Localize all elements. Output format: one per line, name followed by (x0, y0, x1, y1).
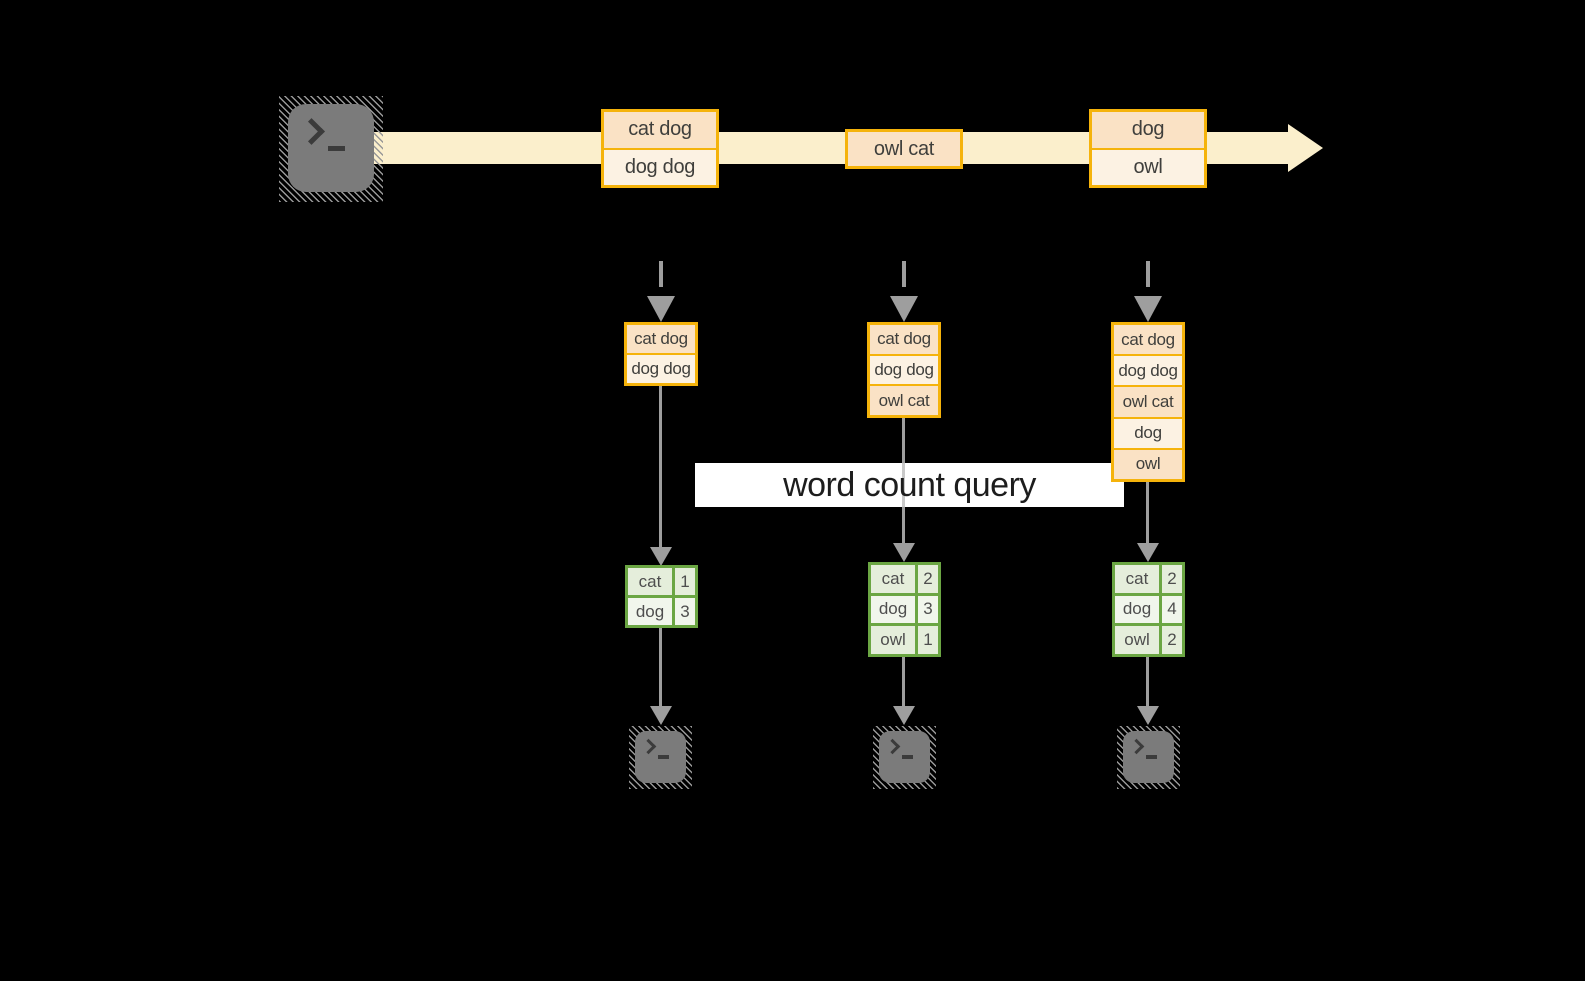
terminal-screen (1123, 731, 1174, 783)
arrowhead-icon (893, 706, 915, 725)
flow-line (1146, 657, 1149, 706)
prompt-chevron-icon (884, 738, 901, 755)
table-cell-word: dog (1115, 595, 1159, 624)
flow-line (659, 386, 662, 547)
stream-event-box: dog owl (1089, 109, 1207, 188)
terminal-screen (879, 731, 930, 783)
event-cell: cat dog (604, 112, 716, 148)
prompt-underscore-icon (1146, 755, 1157, 759)
source-terminal-icon (279, 96, 383, 202)
arrowhead-icon (650, 706, 672, 725)
state-cell: owl cat (870, 384, 938, 416)
prompt-chevron-icon (640, 738, 657, 755)
prompt-underscore-icon (902, 755, 913, 759)
arrowhead-icon (647, 296, 675, 322)
arrow-dash (902, 261, 906, 287)
event-cell: dog dog (604, 147, 716, 185)
stream-event-box: cat dog dog dog (601, 109, 719, 188)
state-cell: dog dog (1114, 354, 1182, 386)
word-count-table: cat 1 dog 3 (625, 565, 698, 628)
arrowhead-icon (650, 547, 672, 566)
flow-line-over-label (902, 463, 905, 507)
state-cell: owl cat (1114, 385, 1182, 417)
word-count-table: cat 2 dog 3 owl 1 (868, 562, 941, 657)
output-terminal-icon (629, 726, 692, 789)
word-count-table: cat 2 dog 4 owl 2 (1112, 562, 1185, 657)
state-store-box: cat dog dog dog owl cat (867, 322, 941, 418)
state-store-box: cat dog dog dog (624, 322, 698, 386)
table-cell-count: 2 (918, 565, 938, 593)
dashed-arrow-down-icon (647, 261, 675, 322)
table-cell-word: cat (1115, 565, 1159, 593)
event-cell: dog (1092, 112, 1204, 148)
terminal-screen (635, 731, 686, 783)
arrowhead-icon (1137, 706, 1159, 725)
query-label-background (695, 463, 1124, 507)
table-cell-count: 3 (918, 595, 938, 624)
arrowhead-icon (1137, 543, 1159, 562)
state-store-box: cat dog dog dog owl cat dog owl (1111, 322, 1185, 482)
state-cell: dog dog (627, 353, 695, 383)
flow-line (659, 628, 662, 706)
table-cell-word: owl (871, 626, 915, 654)
state-cell: cat dog (870, 325, 938, 354)
output-terminal-icon (1117, 726, 1180, 789)
table-cell-word: owl (1115, 626, 1159, 654)
arrowhead-icon (1134, 296, 1162, 322)
arrowhead-icon (893, 543, 915, 562)
arrowhead-icon (890, 296, 918, 322)
terminal-screen (288, 104, 374, 192)
flow-line (1146, 482, 1149, 543)
table-cell-count: 2 (1162, 565, 1182, 593)
state-cell: cat dog (627, 325, 695, 353)
event-cell: owl cat (848, 132, 960, 166)
prompt-underscore-icon (658, 755, 669, 759)
event-cell: owl (1092, 147, 1204, 185)
table-cell-word: dog (628, 598, 672, 625)
state-cell: cat dog (1114, 325, 1182, 355)
table-cell-count: 1 (918, 626, 938, 654)
query-label: word count query (783, 465, 1036, 504)
table-cell-word: dog (871, 595, 915, 624)
stream-event-box: owl cat (845, 129, 963, 169)
arrow-dash (659, 261, 663, 287)
prompt-underscore-icon (328, 146, 345, 151)
prompt-chevron-icon (1128, 738, 1145, 755)
dashed-arrow-down-icon (890, 261, 918, 322)
table-cell-count: 2 (1162, 626, 1182, 654)
table-cell-count: 4 (1162, 595, 1182, 624)
state-cell: dog (1114, 416, 1182, 448)
stream-arrowhead-icon (1288, 124, 1323, 172)
table-cell-word: cat (628, 568, 672, 595)
state-cell: dog dog (870, 353, 938, 385)
prompt-chevron-icon (298, 118, 325, 145)
dashed-arrow-down-icon (1134, 261, 1162, 322)
state-cell: owl (1114, 447, 1182, 480)
table-cell-count: 3 (675, 598, 695, 625)
arrow-dash (1146, 261, 1150, 287)
table-cell-word: cat (871, 565, 915, 593)
table-cell-count: 1 (675, 568, 695, 595)
output-terminal-icon (873, 726, 936, 789)
flow-line (902, 657, 905, 706)
